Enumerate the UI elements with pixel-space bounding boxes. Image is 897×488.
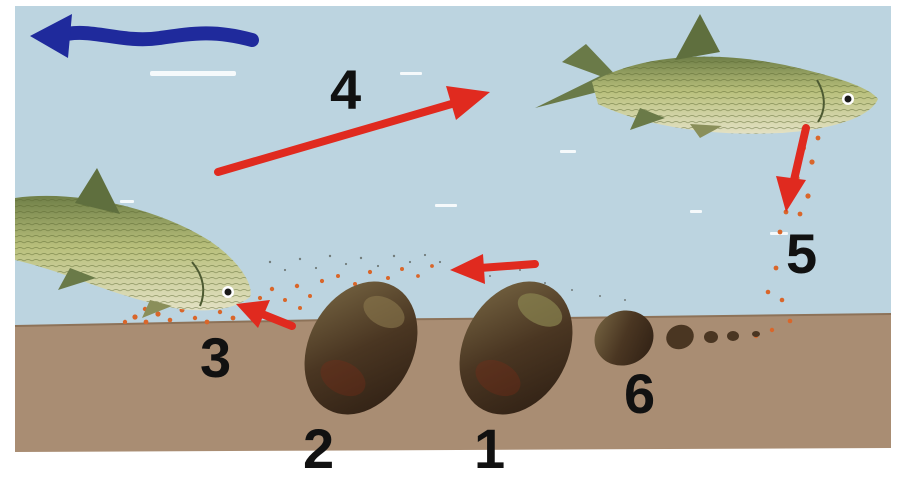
step-label-6: 6 — [624, 366, 655, 422]
step-label-3: 3 — [200, 330, 231, 386]
step-label-1: 1 — [474, 421, 505, 477]
step-label-4: 4 — [330, 62, 361, 118]
step-label-2: 2 — [303, 421, 334, 477]
step-label-5: 5 — [786, 226, 817, 282]
